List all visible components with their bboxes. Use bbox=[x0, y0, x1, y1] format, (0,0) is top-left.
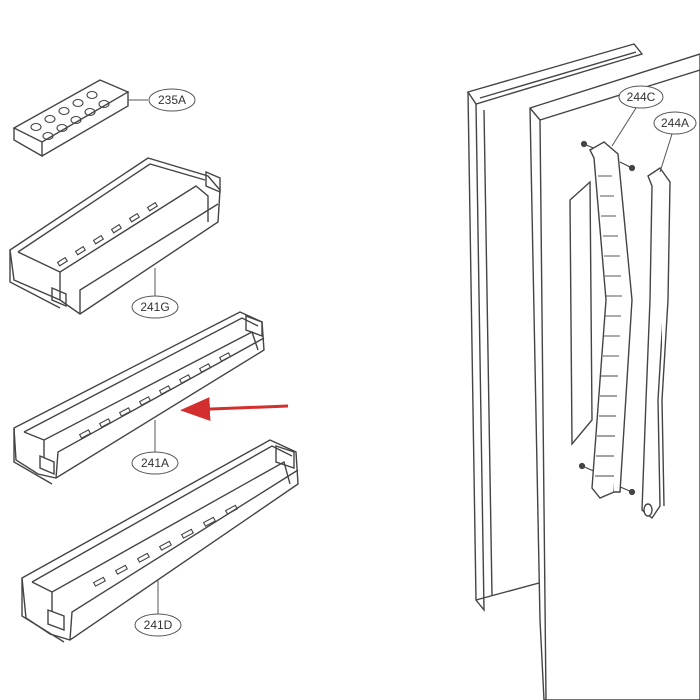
part-label-241a-text: 241A bbox=[141, 456, 169, 470]
part-label-244c-text: 244C bbox=[627, 90, 656, 104]
part-label-241a: 241A bbox=[131, 451, 179, 475]
handle-inner-bracket bbox=[589, 141, 633, 499]
part-label-241d: 241D bbox=[134, 613, 182, 637]
egg-tray bbox=[12, 79, 130, 158]
part-label-235a-text: 235A bbox=[158, 93, 186, 107]
leader-line-244a bbox=[659, 133, 673, 173]
part-label-241g-text: 241G bbox=[140, 300, 169, 314]
part-label-235a: 235A bbox=[148, 88, 196, 112]
door-bin-bottom bbox=[21, 439, 299, 643]
refrigerator-door bbox=[466, 43, 700, 700]
part-label-241g: 241G bbox=[131, 295, 179, 319]
handle-outer-cover bbox=[641, 167, 671, 520]
part-label-244a-text: 244A bbox=[661, 116, 689, 130]
part-label-241d-text: 241D bbox=[144, 618, 173, 632]
door-bin-middle bbox=[13, 311, 265, 485]
part-label-244c: 244C bbox=[618, 85, 664, 109]
leader-line-244c bbox=[611, 107, 637, 147]
callout-arrow bbox=[180, 397, 289, 422]
part-label-244a: 244A bbox=[653, 111, 697, 135]
door-bin-top bbox=[9, 157, 221, 315]
